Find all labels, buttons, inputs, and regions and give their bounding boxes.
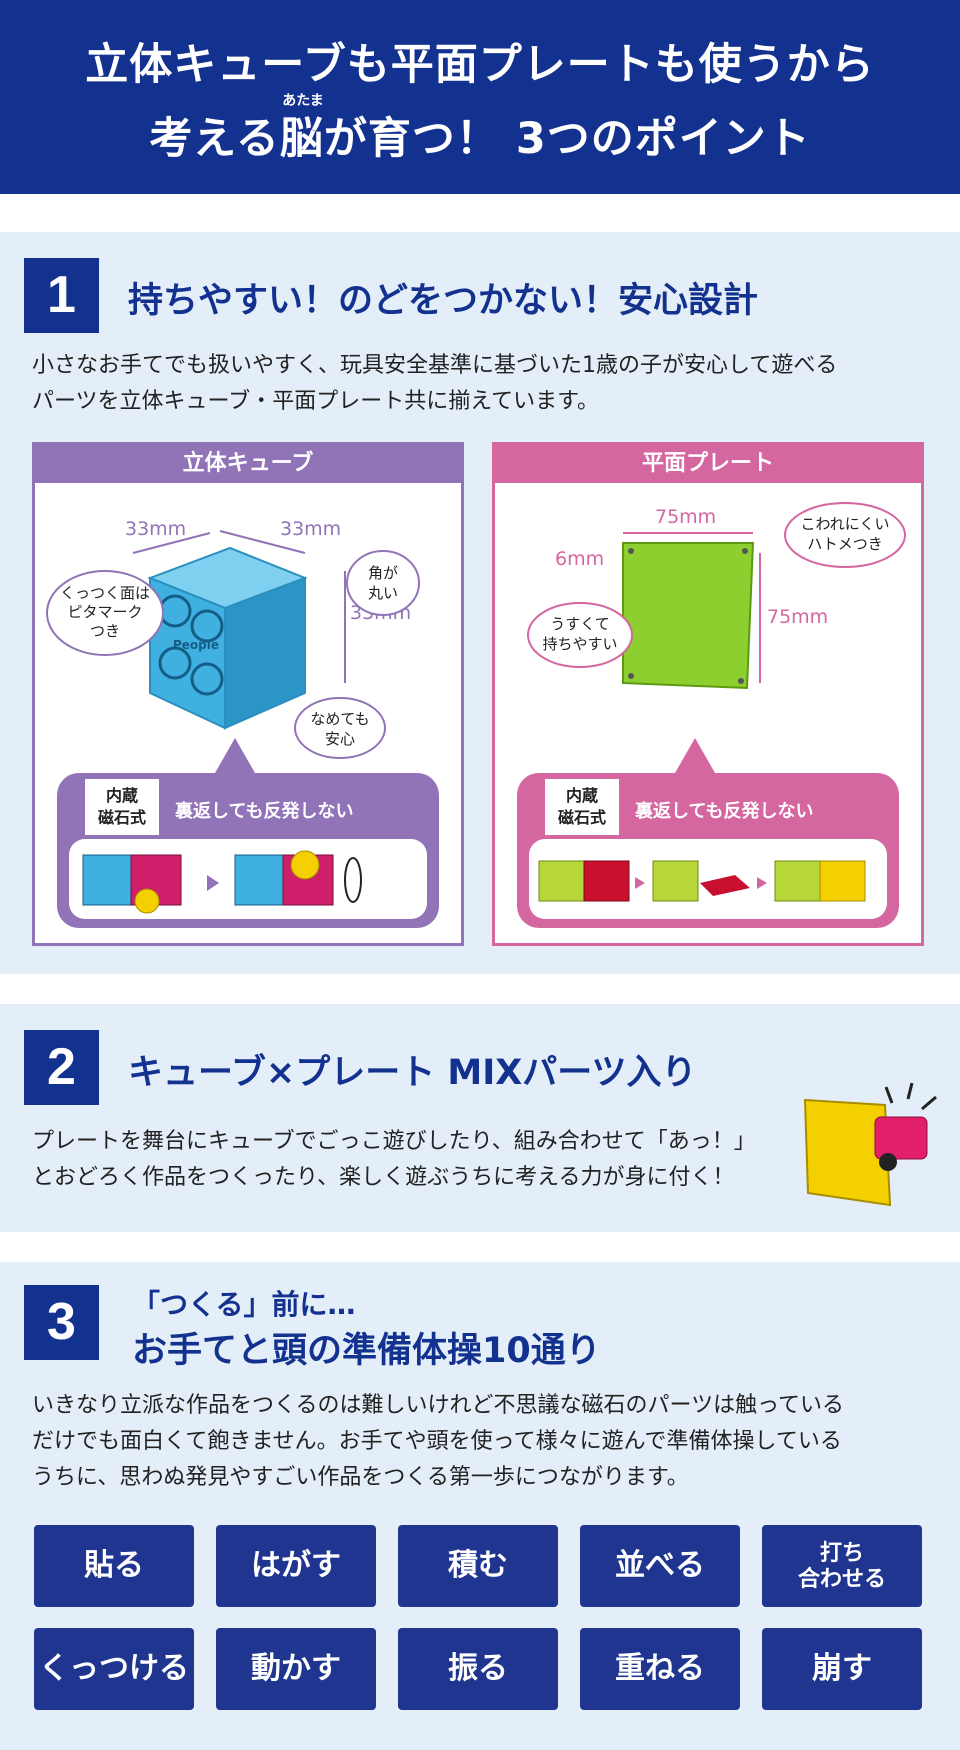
point3-number: 3: [24, 1285, 99, 1360]
point1-title: 持ちやすい！のどをつかない！安心設計: [128, 281, 759, 321]
cube-illustration: 33mm 33mm 33mm People 角が 丸い くっつく面は ピタマーク…: [46, 518, 439, 928]
action-chip-naraberu: 並べる: [580, 1525, 740, 1607]
plate-illustration: 75mm 75mm 6mm こわれにくい ハトメつき うすくて 持ちやすい 内蔵…: [517, 502, 906, 928]
point2-desc-line2: とおどろく作品をつくったり、楽しく遊ぶうちに考える力が身に付く！: [32, 1165, 735, 1190]
cube-magnet-text: 裏返しても反発しない: [174, 800, 354, 822]
point1-desc-line1: 小さなお手てでも扱いやすく、玩具安全基準に基づいた1歳の子が安心して遊べる: [32, 353, 838, 378]
action-chip-ugokasu: 動かす: [216, 1628, 376, 1710]
plate-panel-title: 平面プレート: [495, 445, 921, 483]
header-title-line1: 立体キューブも平面プレートも使うから: [85, 40, 875, 90]
action-chip-kuzusu: 崩す: [762, 1628, 922, 1710]
action-chip-uchiawaseru-line1: 打ち: [819, 1541, 864, 1566]
cube-magnet-2: 磁石式: [98, 808, 146, 827]
action-chip-uchiawaseru: 打ち 合わせる: [762, 1525, 922, 1607]
point2-title: キューブ×プレート MIXパーツ入り: [128, 1053, 697, 1093]
point3-desc-line3: うちに、思わぬ発見やすごい作品をつくる第一歩につながります。: [32, 1465, 689, 1490]
point2-section: [0, 1004, 960, 1232]
cube-bubble-corner-1: 角が: [368, 564, 398, 582]
cube-dim-b: 33mm: [280, 518, 341, 540]
mix-parts-illustration: [803, 1082, 937, 1207]
page-header: 立体キューブも平面プレートも使うから あたま 考える脳が育つ！ 3つのポイント: [0, 0, 960, 194]
action-chip-haru: 貼る: [34, 1525, 194, 1607]
plate-dim-t: 6mm: [555, 548, 604, 570]
point3-title-line2: お手てと頭の準備体操10通り: [132, 1331, 601, 1371]
cube-logo: People: [173, 638, 219, 652]
plate-bubble-break-2: ハトメつき: [807, 535, 882, 553]
point3-desc-line2: だけでも面白くて飽きません。お手てや頭を使って様々に遊んで準備体操している: [32, 1429, 842, 1454]
cube-bubble-lick-1: なめても: [310, 710, 369, 728]
action-chip-kuttsukeru: くっつける: [34, 1628, 194, 1710]
point3-desc-line1: いきなり立派な作品をつくるのは難しいけれど不思議な磁石のパーツは触っている: [32, 1393, 845, 1418]
plate-dim-w: 75mm: [655, 506, 716, 528]
point1-number: 1: [24, 258, 99, 333]
point2-number: 2: [24, 1030, 99, 1105]
plate-dim-h: 75mm: [767, 606, 828, 628]
plate-bubble-thin-1: うすくて: [550, 615, 610, 633]
action-chip-uchiawaseru-line2: 合わせる: [797, 1567, 886, 1592]
action-chip-kasaneru: 重ねる: [580, 1628, 740, 1710]
cube-bubble-corner-2: 丸い: [368, 584, 398, 602]
plate-bubble-thin-2: 持ちやすい: [542, 635, 617, 653]
header-title-line2: 考える脳が育つ！ 3つのポイント: [149, 114, 811, 164]
plate-magnet-text: 裏返しても反発しない: [634, 800, 814, 822]
action-chip-hagasu: はがす: [216, 1525, 376, 1607]
cube-bubble-face-2: ピタマーク: [67, 603, 142, 621]
plate-bubble-break-1: こわれにくい: [801, 515, 890, 533]
cube-bubble-face-3: つき: [90, 622, 120, 640]
plate-magnet-1: 内蔵: [566, 786, 598, 805]
action-chip-furu: 振る: [398, 1628, 558, 1710]
plate-panel: 平面プレート 75mm 75mm 6mm こわれにくい ハトメつき うすくて 持…: [492, 442, 924, 946]
header-ruby: あたま: [282, 93, 324, 109]
cube-bubble-face-1: くっつく面は: [60, 584, 150, 602]
point3-title-line1: 「つくる」前に…: [132, 1288, 356, 1321]
plate-magnet-2: 磁石式: [558, 808, 606, 827]
cube-panel: 立体キューブ 33mm 33mm 33mm People 角が 丸い くっつく面…: [32, 442, 464, 946]
point1-desc-line2: パーツを立体キューブ・平面プレート共に揃えています。: [32, 389, 599, 414]
point2-desc-line1: プレートを舞台にキューブでごっこ遊びしたり、組み合わせて「あっ！」: [32, 1129, 756, 1154]
cube-bubble-lick-2: 安心: [325, 730, 355, 748]
cube-dim-a: 33mm: [125, 518, 186, 540]
cube-panel-title: 立体キューブ: [35, 445, 461, 483]
action-chip-tsumu: 積む: [398, 1525, 558, 1607]
cube-magnet-1: 内蔵: [106, 786, 138, 805]
